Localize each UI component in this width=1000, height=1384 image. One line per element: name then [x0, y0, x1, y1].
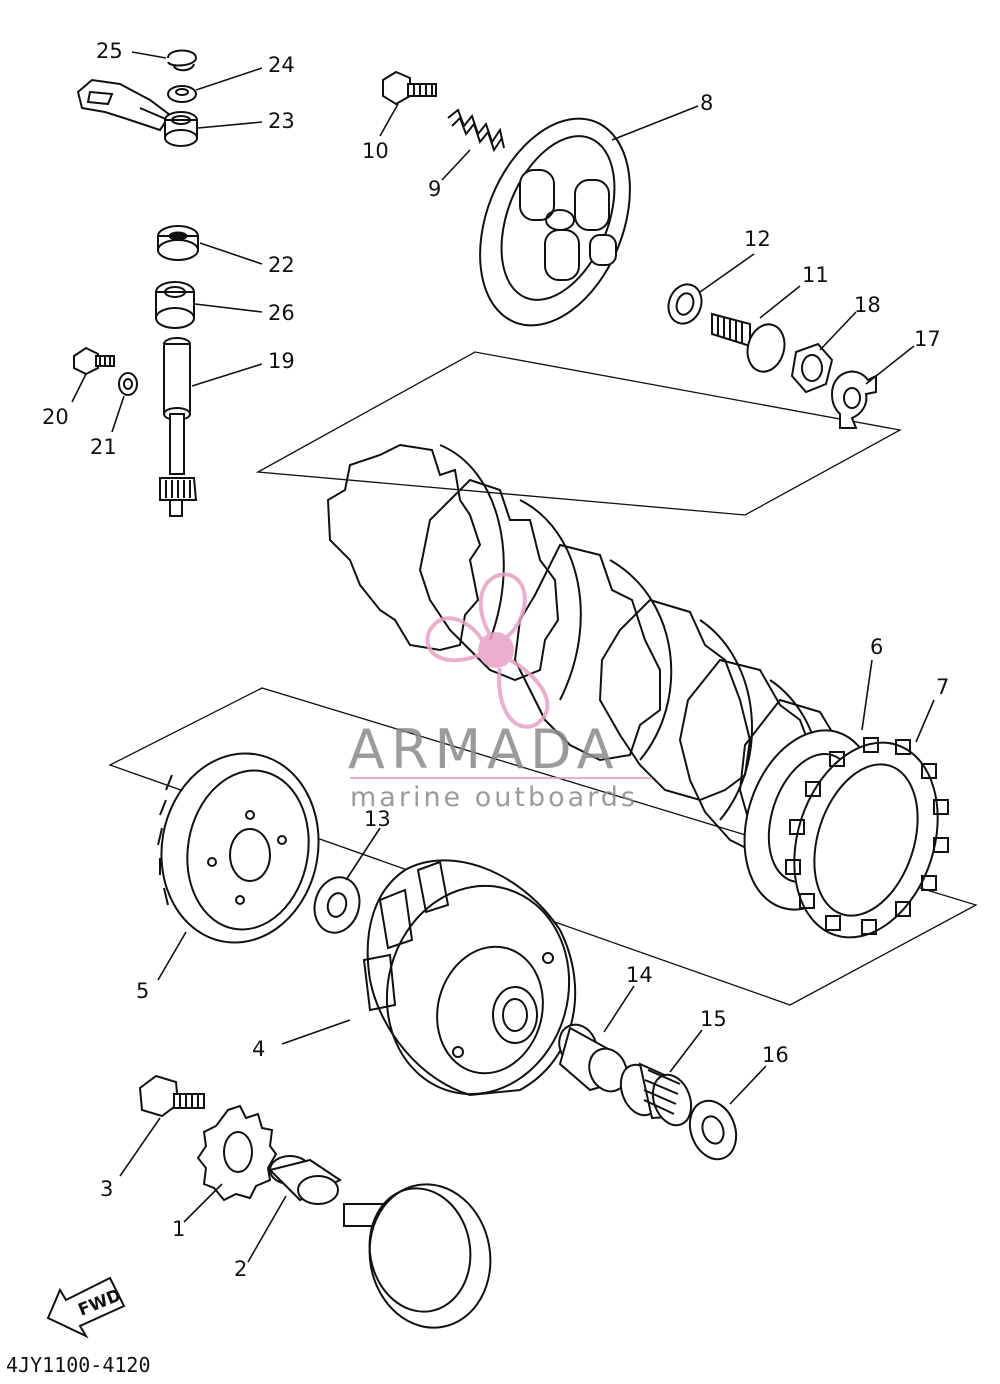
armada-watermark: ARMADA marine outboards [348, 572, 652, 813]
part-label-14: 14 [626, 963, 653, 987]
part-label-11: 11 [802, 263, 829, 287]
part-label-25: 25 [96, 39, 123, 63]
diagram-code: 4JY1100-4120 [6, 1353, 151, 1377]
thrust-washer-part-13 [313, 876, 361, 934]
clutch-drum-part [343, 1183, 492, 1329]
fwd-direction-arrow: FWD [46, 1276, 126, 1339]
washer-part-24 [167, 85, 197, 103]
part-label-4: 4 [252, 1037, 265, 1061]
part-label-10: 10 [362, 139, 389, 163]
washer-part-21 [118, 372, 138, 396]
clutch-housing-group-frame [108, 687, 978, 1006]
part-label-1: 1 [172, 1217, 185, 1241]
needle-bearing-part-15 [619, 1062, 693, 1127]
part-label-17: 17 [914, 327, 941, 351]
oil-seal-part-12 [667, 283, 703, 325]
bushing-part-26 [155, 281, 195, 329]
part-label-6: 6 [870, 635, 883, 659]
clutch-housing-part-4 [362, 859, 577, 1097]
leader-lines [71, 51, 935, 1263]
primary-driven-gear-part-5 [157, 752, 320, 944]
part-label-16: 16 [762, 1043, 789, 1067]
part-label-15: 15 [700, 1007, 727, 1031]
propeller-logo-icon [425, 572, 550, 729]
part-label-3: 3 [100, 1177, 113, 1201]
watermark-subtitle: marine outboards [350, 782, 638, 813]
part-label-18: 18 [854, 293, 881, 317]
part-label-21: 21 [90, 435, 117, 459]
pressure-plate-part-8 [479, 117, 631, 327]
lock-washer-part-17 [830, 370, 877, 429]
spacer-part-14 [558, 1023, 628, 1093]
thrust-washer-part-16 [688, 1099, 738, 1161]
push-lever-shaft-part-19 [159, 337, 198, 517]
push-rod-part-11 [711, 312, 786, 373]
part-label-7: 7 [936, 675, 949, 699]
part-label-19: 19 [268, 349, 295, 373]
part-label-2: 2 [234, 1257, 247, 1281]
part-label-22: 22 [268, 253, 295, 277]
part-label-8: 8 [700, 91, 713, 115]
part-label-9: 9 [428, 177, 441, 201]
drive-sprocket-part-1 [196, 1104, 278, 1202]
bearing-part-22 [157, 225, 199, 261]
part-label-20: 20 [42, 405, 69, 429]
watermark-title: ARMADA [348, 718, 620, 781]
part-label-26: 26 [268, 301, 295, 325]
part-number-labels: 25 24 23 22 26 19 20 21 10 9 8 12 11 18 … [42, 39, 949, 1281]
clutch-spring-part-9 [447, 108, 505, 153]
part-label-24: 24 [268, 53, 295, 77]
circlip-part-25 [167, 49, 198, 72]
collar-part-2 [268, 1155, 342, 1205]
bolt-part-10 [382, 70, 437, 106]
part-label-12: 12 [744, 227, 771, 251]
part-label-5: 5 [136, 979, 149, 1003]
part-label-23: 23 [268, 109, 295, 133]
push-lever-part-23 [76, 78, 198, 147]
part-label-13: 13 [364, 807, 391, 831]
nut-part-18 [790, 342, 834, 394]
bolt-part-3 [138, 1074, 205, 1118]
bolt-part-20 [73, 346, 115, 376]
friction-plate-part-7 [785, 737, 949, 939]
clutch-plates-group-frame [255, 351, 902, 516]
